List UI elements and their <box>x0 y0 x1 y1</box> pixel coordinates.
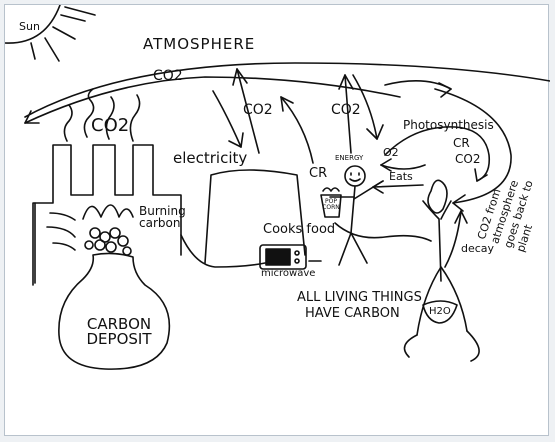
co2-sky-label: CO2 <box>153 68 183 84</box>
carbon-deposit-label: CARBON DEPOSIT <box>86 315 152 348</box>
power-line <box>180 234 266 268</box>
smoke-icon <box>63 88 141 142</box>
power-tower <box>204 169 306 264</box>
co2-arrow-4 <box>280 96 314 164</box>
energy-label: ENERGY <box>335 154 364 162</box>
sun-label: Sun <box>19 20 40 33</box>
co2-right-label: CO2 <box>331 102 361 118</box>
photosynthesis-loop <box>384 126 491 182</box>
all-living-line-1: ALL LIVING THINGS <box>297 290 422 305</box>
carbon-deposit-shape <box>58 252 171 370</box>
sun-icon <box>5 5 96 62</box>
decay-arrow <box>444 210 462 268</box>
o2-arrow <box>380 164 426 170</box>
microwave-icon <box>259 244 322 270</box>
eats-label: Eats <box>389 170 413 183</box>
sky-co2-arrow <box>24 76 401 124</box>
o2-label: O2 <box>383 146 399 159</box>
eats-arrow <box>372 184 424 188</box>
cr-plant-label: CR <box>453 136 470 150</box>
atmosphere-arc <box>24 62 550 118</box>
co2-smoke-label: CO2 <box>91 115 130 136</box>
ground-curve <box>334 222 432 242</box>
cr-person-label: CR <box>309 166 328 181</box>
co2-arrow-2 <box>212 90 242 148</box>
decay-label: decay <box>461 242 495 255</box>
popcorn-box <box>320 187 342 218</box>
h2o-label: H2O <box>429 306 451 317</box>
corn-box-label: POP CORN <box>322 198 340 211</box>
carbon-cycle-drawing <box>5 5 550 370</box>
all-living-line-2: HAVE CARBON <box>305 306 400 321</box>
cooks-food-label: Cooks food <box>263 222 336 237</box>
burning-carbon-label: Burning carbon <box>139 204 186 230</box>
co2-return-arrow <box>434 88 512 204</box>
corn-plant-icon <box>403 179 480 362</box>
microwave-label: microwave <box>261 268 316 279</box>
photosynthesis-label: Photosynthesis <box>403 118 494 132</box>
co2-mid-label: CO2 <box>243 102 273 118</box>
co2-arrow-3 <box>344 74 352 154</box>
person-icon <box>329 165 384 266</box>
co2-plant-label: CO2 <box>455 152 481 166</box>
co2-arrow-1 <box>236 68 260 154</box>
atmosphere-label: ATMOSPHERE <box>143 35 256 53</box>
electricity-label: electricity <box>173 149 248 167</box>
co2-arrow-5 <box>352 74 378 140</box>
drawing-paper: Sun ATMOSPHERE CO2 CO2 CO2 CO2 electrici… <box>4 4 550 436</box>
